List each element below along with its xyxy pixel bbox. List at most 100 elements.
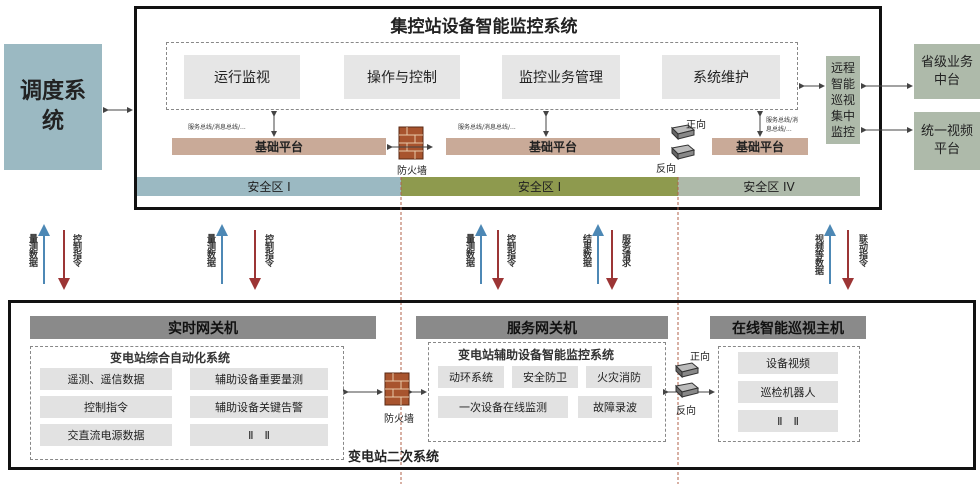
module-run-monitor: 运行监视 — [184, 55, 300, 99]
automation-item: 控制指令 — [40, 396, 172, 418]
item-label: 故障录波 — [593, 401, 637, 414]
zone-2: 安全区 I — [401, 177, 678, 196]
patrol-host: 在线智能巡视主机 — [710, 316, 866, 339]
arrow-down-label-3: 控制指令 — [505, 234, 515, 266]
auxiliary-item: 一次设备在线监测 — [438, 396, 568, 418]
item-label: 辅助设备重要量测 — [215, 373, 303, 386]
platform-2: 基础平台 — [446, 138, 660, 155]
bottom-system-title: 变电站二次系统 — [348, 450, 440, 465]
bottom-system-frame — [8, 300, 976, 470]
realtime-gateway-label: 实时网关机 — [168, 320, 238, 337]
firewall-icon — [398, 126, 424, 160]
firewall-label: 防火墙 — [397, 166, 427, 177]
item-label: Ⅱ Ⅱ — [777, 415, 799, 428]
item-label: 遥测、遥信数据 — [67, 373, 145, 386]
zone-label: 安全区 I — [247, 180, 291, 194]
top-system-title: 集控站设备智能监控系统 — [390, 16, 578, 37]
bottom-firewall-label: 防火墙 — [384, 414, 414, 425]
auxiliary-system-title: 变电站辅助设备智能监控系统 — [458, 348, 615, 362]
module-business-management: 监控业务管理 — [502, 55, 620, 99]
dispatch-system-box: 调度系统 — [4, 44, 102, 170]
automation-system-title: 变电站综合自动化系统 — [110, 351, 231, 365]
arrow-up-label-2: 量测数据 — [205, 234, 215, 266]
item-label: 控制指令 — [84, 401, 128, 414]
arrow-pair-3 — [475, 224, 504, 290]
module-label: 操作与控制 — [367, 70, 437, 86]
bottom-forward-label: 正向 — [690, 352, 710, 363]
patrol-item: 巡检机器人 — [738, 381, 838, 403]
reverse-label: 反向 — [656, 164, 676, 175]
arrow-down-label-5: 联动指令 — [857, 234, 867, 266]
item-label: Ⅱ Ⅱ — [248, 429, 270, 442]
auxiliary-item: 火灾消防 — [586, 366, 652, 388]
automation-item: 交直流电源数据 — [40, 424, 172, 446]
arrow-pair-4 — [592, 224, 618, 290]
item-label: 火灾消防 — [597, 371, 641, 384]
platform-1: 基础平台 — [172, 138, 386, 155]
module-operation-control: 操作与控制 — [344, 55, 460, 99]
automation-system-group — [30, 346, 344, 460]
zone-3: 安全区 IV — [678, 177, 860, 196]
bus-label-3: 服务总线/消 息总线/... — [766, 117, 799, 133]
automation-item: 辅助设备关键告警 — [190, 396, 328, 418]
arrow-down-label-2: 控制指令 — [263, 234, 273, 266]
automation-item: 遥测、遥信数据 — [40, 368, 172, 390]
zone-1: 安全区 I — [137, 177, 401, 196]
forward-isolation-icon — [670, 124, 696, 141]
auxiliary-item: 动环系统 — [438, 366, 504, 388]
arrow-up-label-1: 量测数据 — [27, 234, 37, 266]
zone-label: 安全区 IV — [743, 180, 795, 194]
arrow-pair-1 — [38, 224, 70, 290]
auxiliary-item: 安全防卫 — [512, 366, 578, 388]
arrow-down-label-1: 控制指令 — [71, 234, 81, 266]
dispatch-system-label: 调度系统 — [19, 79, 86, 134]
item-label: 安全防卫 — [523, 371, 567, 384]
item-label: 设备视频 — [766, 357, 810, 370]
platform-label: 基础平台 — [254, 140, 303, 154]
arrow-up-label-4: 结果数据 — [581, 234, 591, 266]
auxiliary-system-group — [428, 342, 666, 442]
bottom-reverse-isolation-icon — [674, 382, 700, 399]
bottom-firewall-icon — [384, 372, 410, 406]
item-label: 动环系统 — [449, 371, 493, 384]
service-gateway-label: 服务网关机 — [507, 320, 577, 337]
module-system-maintenance: 系统维护 — [662, 55, 780, 99]
platform-label: 基础平台 — [528, 140, 577, 154]
forward-label: 正向 — [686, 120, 706, 131]
province-center-label: 省级业务中台 — [920, 54, 973, 88]
platform-3: 基础平台 — [712, 138, 808, 155]
arrow-pair-2 — [216, 224, 261, 290]
bottom-reverse-label: 反向 — [676, 406, 696, 417]
patrol-item: 设备视频 — [738, 352, 838, 374]
auxiliary-item: 故障录波 — [578, 396, 652, 418]
bus-label-1: 服务总线/消息总线/... — [188, 124, 246, 131]
automation-item: 辅助设备重要量测 — [190, 368, 328, 390]
top-modules-group — [166, 42, 798, 110]
remote-patrol-box: 远程智能巡视集中监控 — [826, 56, 860, 144]
video-platform-box: 统一视频平台 — [914, 112, 980, 170]
module-label: 系统维护 — [693, 70, 749, 86]
patrol-item: Ⅱ Ⅱ — [738, 410, 838, 432]
item-label: 交直流电源数据 — [67, 429, 145, 442]
province-center-box: 省级业务中台 — [914, 44, 980, 99]
module-label: 监控业务管理 — [519, 70, 603, 86]
platform-label: 基础平台 — [735, 140, 784, 154]
item-label: 巡检机器人 — [760, 386, 816, 399]
video-platform-label: 统一视频平台 — [920, 124, 973, 157]
module-label: 运行监视 — [214, 70, 270, 86]
realtime-gateway: 实时网关机 — [30, 316, 376, 339]
remote-patrol-label: 远程智能巡视集中监控 — [830, 61, 855, 139]
arrow-up-label-3: 量测数据 — [464, 234, 474, 266]
service-gateway: 服务网关机 — [416, 316, 668, 339]
bottom-forward-isolation-icon — [674, 362, 700, 379]
bus-label-2: 服务总线/消息总线/... — [458, 124, 516, 131]
top-system-frame — [134, 6, 882, 210]
automation-item: Ⅱ Ⅱ — [190, 424, 328, 446]
arrow-up-label-5: 视频等数据 — [813, 234, 823, 274]
arrow-pair-5 — [824, 224, 854, 290]
reverse-isolation-icon — [670, 144, 696, 161]
arrow-down-label-4: 服务请求 — [620, 234, 630, 266]
zone-label: 安全区 I — [517, 180, 562, 194]
patrol-host-group — [718, 346, 860, 442]
